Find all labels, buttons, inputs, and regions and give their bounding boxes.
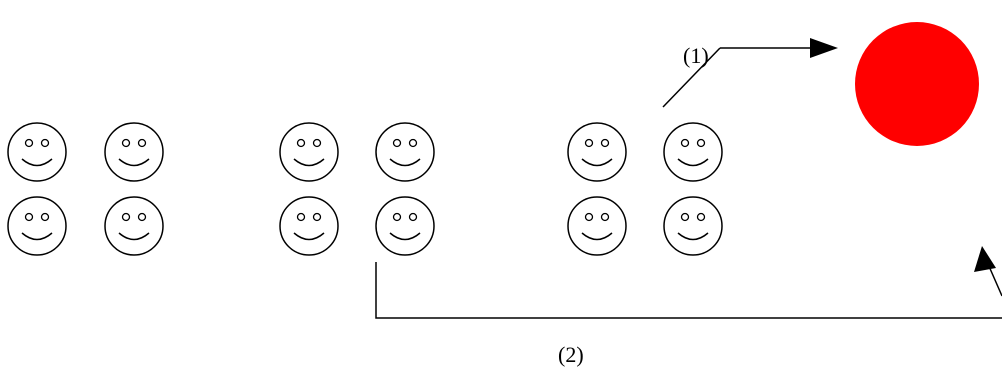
smiley-face-icon <box>7 122 67 182</box>
path-1-label: (1) <box>683 43 709 68</box>
smiley-face-icon <box>663 122 723 182</box>
smiley-face-icon <box>375 122 435 182</box>
left-group <box>7 122 164 256</box>
smiley-face-icon <box>104 196 164 256</box>
faces-layer <box>7 122 723 256</box>
smiley-face-icon <box>279 122 339 182</box>
path-2-arrowhead <box>974 246 996 272</box>
smiley-face-icon <box>663 196 723 256</box>
path-2-diagonal-line <box>987 263 1002 297</box>
smiley-face-icon <box>104 122 164 182</box>
path-2-line <box>375 262 1002 319</box>
smiley-face-icon <box>567 196 627 256</box>
middle-group <box>279 122 435 256</box>
smiley-face-icon <box>567 122 627 182</box>
path-2-label: (2) <box>558 342 584 367</box>
smiley-face-icon <box>279 196 339 256</box>
smiley-face-icon <box>375 196 435 256</box>
right-group <box>567 122 723 256</box>
path-1-arrowhead <box>810 38 838 58</box>
red-circle-icon <box>855 22 979 146</box>
smiley-face-icon <box>7 196 67 256</box>
path-1-diagonal-line <box>662 47 721 108</box>
